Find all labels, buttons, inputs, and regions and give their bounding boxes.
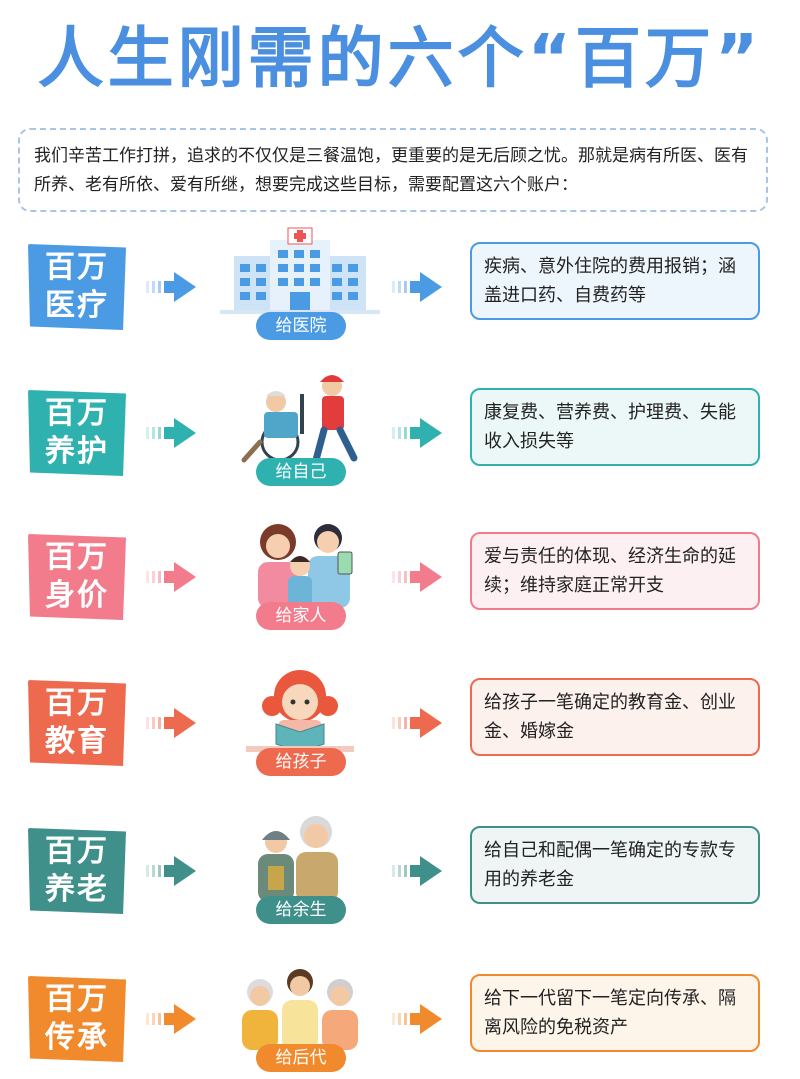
illustration-caption: 给医院 (256, 312, 346, 340)
account-description: 爱与责任的体现、经济生命的延续；维持家庭正常开支 (470, 532, 760, 610)
account-row: 百万 养护 给自己 康复费、营养费、护 (0, 372, 800, 492)
account-description: 给孩子一笔确定的教育金、创业金、婚嫁金 (470, 678, 760, 756)
account-label-line1: 百万 (45, 396, 109, 431)
arrow-to-illustration (146, 856, 216, 886)
arrow-to-description (392, 856, 462, 886)
illustration: 给余生 (220, 810, 380, 930)
account-description: 给自己和配偶一笔确定的专款专用的养老金 (470, 826, 760, 904)
arrow-to-illustration (146, 418, 216, 448)
arrow-to-description (392, 708, 462, 738)
illustration-caption: 给后代 (256, 1044, 346, 1072)
arrow-to-illustration (146, 562, 216, 592)
account-label: 百万 医疗 (28, 244, 126, 330)
illustration: 给自己 (220, 372, 380, 492)
account-description: 疾病、意外住院的费用报销；涵盖进口药、自费药等 (470, 242, 760, 320)
account-row: 百万 教育 给孩子 给孩子一笔确定的教育金、创业金、婚嫁金 (0, 662, 800, 782)
account-label-line2: 传承 (45, 1020, 109, 1055)
account-label: 百万 养老 (28, 828, 126, 914)
account-label: 百万 教育 (28, 680, 126, 766)
account-row: 百万 养老 给余生 给自己和配偶一笔确定的专款专用的养老金 (0, 810, 800, 930)
account-label-line1: 百万 (45, 982, 109, 1017)
account-label-line1: 百万 (45, 686, 109, 721)
illustration-caption: 给孩子 (256, 748, 346, 776)
page-title: 人生刚需的六个“百万” (37, 20, 763, 97)
account-row: 百万 身价 给家人 爱与责任的体现、经 (0, 516, 800, 636)
account-label: 百万 养护 (28, 390, 126, 476)
illustration: 给家人 (220, 516, 380, 636)
account-label-line1: 百万 (45, 834, 109, 869)
account-label-line1: 百万 (45, 540, 109, 575)
account-label: 百万 传承 (28, 976, 126, 1062)
account-row: 百万 医疗 给医院 疾病、意外住院的费 (0, 226, 800, 346)
arrow-to-description (392, 1004, 462, 1034)
account-description: 给下一代留下一笔定向传承、隔离风险的免税资产 (470, 974, 760, 1052)
illustration: 给后代 (220, 958, 380, 1078)
account-description: 康复费、营养费、护理费、失能收入损失等 (470, 388, 760, 466)
arrow-to-illustration (146, 1004, 216, 1034)
account-label: 百万 身价 (28, 534, 126, 620)
account-row: 百万 传承 给后代 给下一代留下一笔定向传承、隔离风险的免税资产 (0, 958, 800, 1078)
arrow-to-description (392, 418, 462, 448)
illustration-caption: 给家人 (256, 602, 346, 630)
account-label-line2: 教育 (45, 724, 109, 759)
arrow-to-description (392, 272, 462, 302)
account-label-line2: 医疗 (45, 288, 109, 323)
illustration-caption: 给自己 (256, 458, 346, 486)
arrow-to-illustration (146, 272, 216, 302)
account-label-line1: 百万 (45, 250, 109, 285)
illustration-caption: 给余生 (256, 896, 346, 924)
arrow-to-illustration (146, 708, 216, 738)
illustration: 给医院 (220, 226, 380, 346)
account-label-line2: 身价 (45, 578, 109, 613)
illustration: 给孩子 (220, 662, 380, 782)
intro-text: 我们辛苦工作打拼，追求的不仅仅是三餐温饱，更重要的是无后顾之忧。那就是病有所医、… (18, 128, 768, 212)
account-label-line2: 养护 (45, 434, 109, 469)
arrow-to-description (392, 562, 462, 592)
account-label-line2: 养老 (45, 872, 109, 907)
